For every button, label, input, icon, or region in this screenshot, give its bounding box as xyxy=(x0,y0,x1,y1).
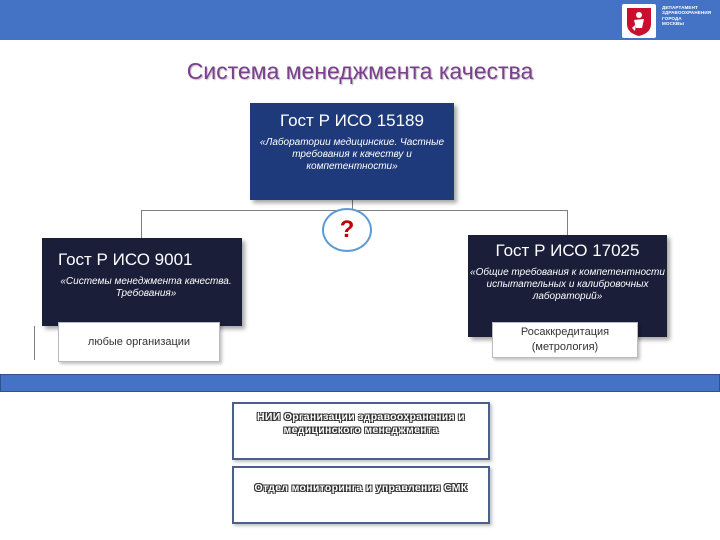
divider-bar xyxy=(0,374,720,392)
org-unit-box: НИИ Организации здравоохранения и медици… xyxy=(232,402,490,460)
standard-subtitle: «Лаборатории медицинские. Частные требов… xyxy=(259,137,445,172)
standard-heading: Гост Р ИСО 9001 xyxy=(58,250,193,269)
standard-heading: Гост Р ИСО 15189 xyxy=(280,111,424,130)
standard-subtitle: «Общие требования к компетентности испыт… xyxy=(470,267,665,302)
scope-note: любые организации xyxy=(58,322,220,362)
connector-line xyxy=(141,210,142,238)
page-title: Система менеджмента качества xyxy=(186,58,534,84)
connector-line xyxy=(34,326,35,360)
standard-subtitle: «Системы менеджмента качества. Требовани… xyxy=(60,276,232,299)
connector-line xyxy=(567,210,568,235)
org-unit-label: НИИ Организации здравоохранения и медици… xyxy=(257,411,465,436)
standard-box-iso-9001: Гост Р ИСО 9001 «Системы менеджмента кач… xyxy=(42,238,242,326)
header-bar xyxy=(0,0,720,40)
scope-note: Росаккредитация (метрология) xyxy=(492,322,638,358)
org-unit-box: Отдел мониторинга и управления СМК xyxy=(232,466,490,524)
standard-heading: Гост Р ИСО 17025 xyxy=(495,241,640,260)
org-unit-label: Отдел мониторинга и управления СМК xyxy=(254,482,468,494)
question-mark-icon: ? xyxy=(322,208,372,252)
logo-text: ДЕПАРТАМЕНТ ЗДРАВООХРАНЕНИЯ ГОРОДА МОСКВ… xyxy=(662,5,712,27)
standard-box-iso-15189: Гост Р ИСО 15189 «Лаборатории медицински… xyxy=(250,103,454,200)
standard-box-iso-17025: Гост Р ИСО 17025 «Общие требования к ком… xyxy=(468,235,667,337)
connector-line xyxy=(352,200,353,210)
moscow-coat-of-arms-icon xyxy=(622,4,656,38)
